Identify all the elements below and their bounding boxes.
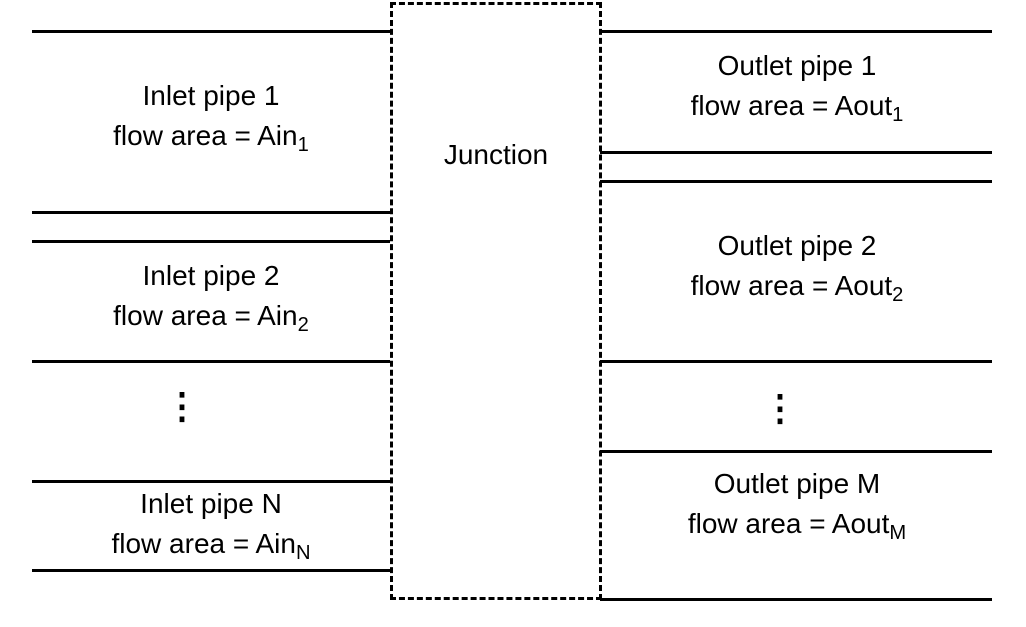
outlet-pipe-1-name: Outlet pipe 1 — [717, 50, 877, 81]
outlet-pipe-m-name: Outlet pipe M — [713, 468, 881, 499]
outlet-pipe-m-bottom-wall — [600, 598, 992, 601]
inlet-pipe-1-bottom-wall — [32, 211, 390, 214]
outlet-pipe-1-label: Outlet pipe 1 flow area = Aout1 — [602, 46, 992, 126]
inlet-pipe-1-area-subscript: 1 — [297, 133, 309, 156]
inlet-pipe-n-area-subscript: N — [295, 541, 311, 564]
junction-box — [390, 2, 602, 600]
inlet-ellipsis: ⋮ — [164, 385, 200, 426]
outlet-pipe-1-bottom-wall — [600, 151, 992, 154]
inlet-pipe-2-bottom-wall — [32, 360, 390, 363]
inlet-pipe-2-area-subscript: 2 — [297, 313, 309, 336]
inlet-pipe-n-name: Inlet pipe N — [140, 488, 282, 519]
outlet-pipe-2-name: Outlet pipe 2 — [717, 230, 877, 261]
outlet-pipe-2-top-wall — [600, 180, 992, 183]
outlet-ellipsis: ⋮ — [762, 387, 798, 428]
outlet-pipe-1-area-subscript: 1 — [892, 103, 904, 126]
outlet-pipe-m-area-subscript: M — [889, 521, 907, 544]
inlet-pipe-n-top-wall — [32, 480, 390, 483]
inlet-pipe-2-top-wall — [32, 240, 390, 243]
inlet-pipe-1-name: Inlet pipe 1 — [142, 80, 280, 111]
inlet-pipe-1-area: flow area = Ain1 — [113, 120, 309, 156]
outlet-pipe-2-bottom-wall — [600, 360, 992, 363]
outlet-pipe-2-area: flow area = Aout2 — [690, 270, 904, 306]
inlet-pipe-1-label: Inlet pipe 1 flow area = Ain1 — [32, 76, 390, 156]
inlet-pipe-n-area: flow area = AinN — [111, 528, 311, 564]
inlet-pipe-1-top-wall — [32, 30, 390, 33]
outlet-pipe-2-area-subscript: 2 — [892, 283, 904, 306]
inlet-pipe-2-name: Inlet pipe 2 — [142, 260, 280, 291]
outlet-pipe-1-top-wall — [600, 30, 992, 33]
outlet-pipe-m-label: Outlet pipe M flow area = AoutM — [602, 464, 992, 544]
outlet-pipe-2-label: Outlet pipe 2 flow area = Aout2 — [602, 226, 992, 306]
junction-label: Junction — [443, 139, 549, 170]
outlet-pipe-m-area: flow area = AoutM — [687, 508, 907, 544]
inlet-pipe-2-label: Inlet pipe 2 flow area = Ain2 — [32, 256, 390, 336]
inlet-pipe-n-bottom-wall — [32, 569, 390, 572]
inlet-pipe-2-area: flow area = Ain2 — [113, 300, 309, 336]
outlet-pipe-1-area: flow area = Aout1 — [690, 90, 904, 126]
inlet-pipe-n-label: Inlet pipe N flow area = AinN — [32, 484, 390, 564]
outlet-pipe-m-top-wall — [600, 450, 992, 453]
